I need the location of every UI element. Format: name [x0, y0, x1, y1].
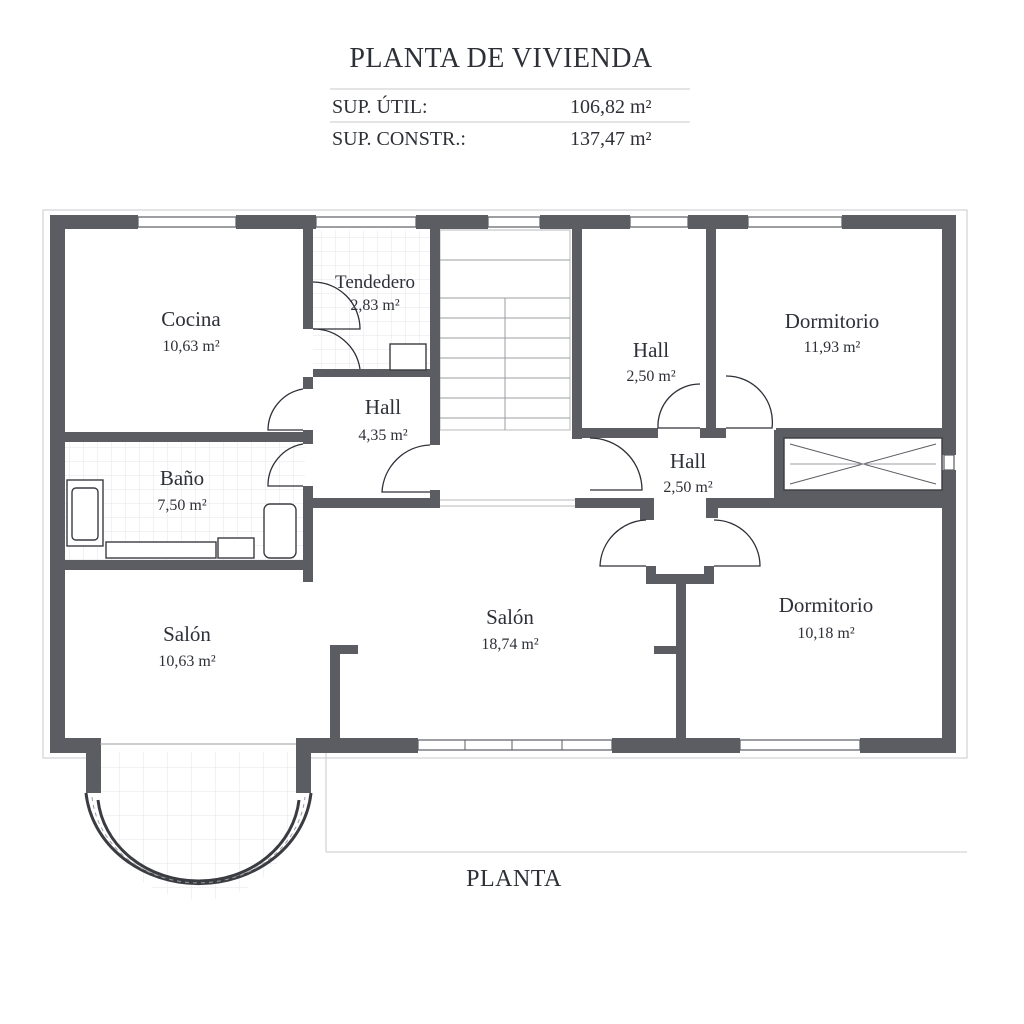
room-name-tendedero: Tendedero [335, 272, 415, 293]
window-stairs [487, 216, 541, 228]
terrace-floor [100, 752, 300, 900]
window-dormitorio-1 [747, 216, 843, 228]
plan-caption: PLANTA [466, 866, 562, 892]
terrace-balcony [84, 753, 967, 886]
window-side [943, 454, 955, 471]
room-area-dormitorio-2: 10,18 m² [797, 625, 854, 642]
window-cocina [137, 216, 237, 228]
room-area-bano: 7,50 m² [157, 497, 206, 514]
room-name-dormitorio-2: Dormitorio [779, 593, 874, 617]
room-name-bano: Baño [160, 466, 204, 490]
room-labels: Cocina 10,63 m² Tendedero 2,83 m² Hall 4… [157, 272, 879, 670]
walls [50, 215, 956, 793]
window-dormitorio-2 [739, 739, 861, 751]
window-hall [629, 216, 689, 228]
fixtures [66, 343, 943, 559]
room-area-hall-center: 4,35 m² [358, 427, 407, 444]
sup-util-label: SUP. ÚTIL: [332, 94, 428, 118]
room-name-salon-left: Salón [163, 622, 211, 646]
sup-constr-value: 137,47 m² [570, 128, 652, 150]
bidet [217, 537, 255, 559]
room-name-cocina: Cocina [161, 307, 221, 331]
doors [267, 281, 774, 567]
room-area-tendedero: 2,83 m² [350, 297, 399, 314]
room-area-cocina: 10,63 m² [162, 338, 219, 355]
sup-util-value: 106,82 m² [570, 96, 652, 118]
vanity [105, 541, 217, 559]
staircase [439, 229, 575, 507]
header: PLANTA DE VIVIENDA SUP. ÚTIL: 106,82 m² … [330, 43, 690, 150]
room-name-dormitorio-1: Dormitorio [785, 309, 880, 333]
washing-machine [389, 343, 427, 371]
room-name-salon-center: Salón [486, 605, 534, 629]
window-salon [417, 739, 613, 751]
windows [100, 216, 955, 751]
room-area-salon-center: 18,74 m² [481, 636, 538, 653]
room-name-hall-center: Hall [365, 395, 401, 419]
sup-constr-label: SUP. CONSTR.: [332, 128, 466, 150]
room-area-hall-upper: 2,50 m² [626, 368, 675, 385]
room-area-hall-right: 2,50 m² [663, 479, 712, 496]
window-tendedero [315, 216, 417, 228]
room-area-dormitorio-1: 11,93 m² [804, 339, 861, 356]
page-title: PLANTA DE VIVIENDA [349, 43, 653, 74]
floor-tiling [65, 230, 431, 900]
sheet-frame [42, 209, 968, 759]
room-name-hall-right: Hall [670, 449, 706, 473]
room-area-salon-left: 10,63 m² [158, 653, 215, 670]
shower-tray [263, 503, 297, 559]
room-name-hall-upper: Hall [633, 338, 669, 362]
